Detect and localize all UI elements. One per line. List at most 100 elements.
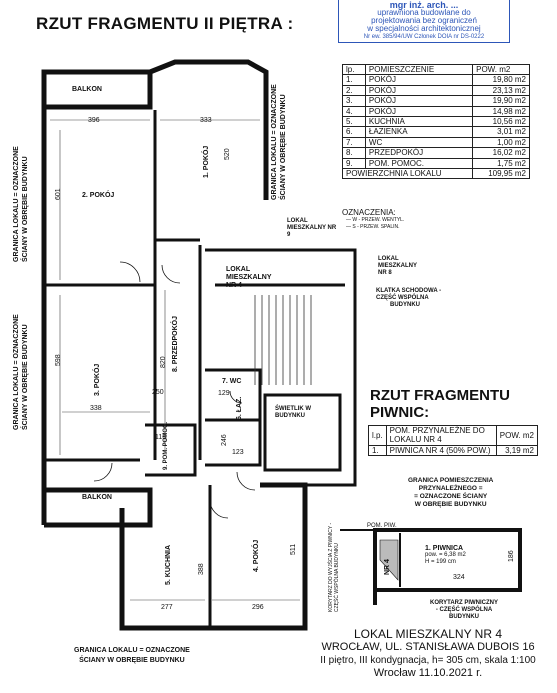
dim-277: 277	[161, 604, 173, 611]
page-title: RZUT FRAGMENTU II PIĘTRA :	[36, 14, 294, 33]
basement-title-line-1: RZUT FRAGMENTU	[370, 387, 510, 404]
stamp-line-4: w specjalności architektonicznej	[367, 24, 481, 33]
legend-item-flue: — S - PRZEW. SPALIN.	[346, 224, 400, 230]
wall-laz	[205, 418, 262, 467]
outer-wall-top-right	[149, 59, 269, 200]
dim-123: 123	[232, 449, 244, 456]
room-3-label: 3. POKÓJ	[94, 363, 101, 396]
row-area: 14,98 m2	[472, 105, 530, 118]
side-boundary-bottom-line-2: ŚCIANY W OBRĘBIE BUDYNKU	[22, 324, 29, 430]
footer-line-4: Wrocław 11.10.2021 r.	[373, 667, 483, 679]
row-area: 23,13 m2	[472, 84, 530, 97]
staircase-line-1: KLATKA SCHODOWA -	[376, 288, 442, 294]
unit-4-line-2: MIESZKALNY	[226, 274, 272, 281]
outer-wall-bottom	[44, 487, 153, 528]
footer: LOKAL MIESZKALNY NR 4 WROCŁAW, UL. STANI…	[300, 628, 556, 680]
basement-row-room: PIWNICA NR 4 (50% POW.)	[385, 444, 497, 457]
row-area: 19,90 m2	[472, 95, 530, 107]
basement-boundary-line-4: W OBRĘBIE BUDYNKU	[414, 501, 487, 508]
balcony-top-label: BALKON	[72, 86, 102, 93]
cellar-nr4-label: NR 4	[384, 559, 391, 575]
basement-title: RZUT FRAGMENTU PIWNIC:	[370, 387, 510, 421]
dim-333: 333	[200, 117, 212, 124]
table-row: 9.POM. POMOC.1,75 m2	[342, 157, 530, 170]
staircase-line-3: BUDYNKU	[390, 302, 420, 308]
room-5-label: 5. KUCHNIA	[165, 544, 172, 585]
row-area: 10,56 m2	[472, 116, 530, 128]
unit-4-label: LOKAL MIESZKALNY NR 4	[226, 266, 272, 290]
balcony-bottom-label: BALKON	[82, 494, 112, 501]
basement-row-area: 3,19 m2	[495, 444, 539, 457]
dim-601: 601	[55, 188, 62, 200]
basement-boundary-line-1: GRANICA POMIESZCZENIA	[408, 477, 494, 484]
top-right-boundary-note: GRANICA LOKALU = OZNACZONE ŚCIANY W OBRĘ…	[270, 84, 288, 200]
room-table-header: lp. POMIESZCZENIE POW. m2	[342, 63, 530, 76]
cellar-line-1: 1. PIWNICA	[425, 545, 464, 552]
room-2-label: 2. POKÓJ	[82, 192, 115, 199]
row-area: 16,02 m2	[472, 147, 530, 159]
dim-296: 296	[252, 604, 264, 611]
basement-room-label: POM. PIW.	[367, 523, 397, 529]
dim-511: 511	[290, 543, 297, 555]
cellar-line-3: H = 199 cm	[425, 559, 456, 565]
dim-324: 324	[453, 574, 465, 581]
basement-header-lp: l.p.	[368, 425, 387, 446]
basement-corridor-line-1: KORYTARZ PIWNICZNY	[430, 600, 498, 606]
room-7-label: 7. WC	[222, 378, 242, 385]
header-room: POMIESZCZENIE	[364, 63, 474, 76]
legend: OZNACZENIA: — W - PRZEW. WENTYL. — S - P…	[342, 208, 404, 231]
row-room: POM. POMOC.	[364, 157, 474, 170]
top-right-boundary-line-1: GRANICA LOKALU = OZNACZONE	[271, 84, 278, 200]
total-value: 109,95 m2	[472, 168, 530, 180]
row-area: 19,80 m2	[472, 74, 530, 86]
basement-table-header: l.p. POM. PRZYNALEŻNE DO LOKALU NR 4 POW…	[368, 425, 539, 446]
row-room: PRZEDPOKÓJ	[364, 147, 474, 159]
basement-plan	[340, 528, 522, 605]
bottom-boundary-line-1: GRANICA LOKALU = OZNACZONE	[74, 647, 190, 654]
room-4-label: 4. POKÓJ	[253, 539, 260, 572]
staircase-annotation: KLATKA SCHODOWA - CZĘŚĆ WSPÓLNA BUDYNKU	[376, 288, 441, 309]
bottom-boundary-note: GRANICA LOKALU = OZNACZONE ŚCIANY W OBRĘ…	[74, 646, 190, 666]
basement-boundary-line-2: PRZYNALEŻNEGO =	[418, 485, 483, 492]
row-area: 1,75 m2	[472, 157, 530, 170]
dim-115: 115	[155, 434, 167, 441]
row-area: 3,01 m2	[472, 126, 530, 138]
dim-246: 246	[221, 434, 228, 446]
stamp-line-1: mgr inż. arch. ...	[389, 0, 459, 10]
basement-table: l.p. POM. PRZYNALEŻNE DO LOKALU NR 4 POW…	[368, 425, 539, 457]
stamp-line-2: uprawniona budowlane do	[377, 8, 471, 17]
wall-stair-box	[205, 248, 357, 487]
dim-338: 338	[90, 405, 102, 412]
dim-186: 186	[508, 550, 515, 562]
unit-4-line-3: NR 4	[226, 282, 242, 289]
room-1-label: 1. POKÓJ	[203, 145, 210, 178]
dim-129: 129	[218, 390, 230, 397]
corridor-exit-label: KORYTARZ DO WYJŚCIA Z PIWNICY - CZĘŚĆ WS…	[328, 522, 340, 612]
table-row: 1. PIWNICA NR 4 (50% POW.) 3,19 m2	[368, 444, 539, 457]
dim-820: 820	[160, 356, 167, 368]
top-right-boundary-line-2: ŚCIANY W OBRĘBIE BUDYNKU	[280, 94, 287, 200]
architect-stamp: mgr inż. arch. ... uprawniona budowlane …	[338, 0, 510, 43]
basement-corridor-line-3: BUDYNKU	[449, 614, 479, 620]
legend-title: OZNACZENIA:	[342, 208, 396, 217]
cellar-line-2: pow. = 6,38 m2	[425, 552, 466, 558]
bottom-boundary-line-2: ŚCIANY W OBRĘBIE BUDYNKU	[79, 657, 185, 664]
dim-396: 396	[88, 117, 100, 124]
basement-row-lp: 1.	[368, 444, 387, 457]
room-6-label: 6. ŁAZ.	[236, 396, 243, 420]
dim-250: 250	[152, 389, 164, 396]
dim-598: 598	[55, 354, 62, 366]
unit-4-line-1: LOKAL	[226, 266, 251, 273]
side-boundary-bottom-line-1: GRANICA LOKALU = OZNACZONE	[13, 314, 20, 430]
total-label: POWIERZCHNIA LOKALU	[341, 168, 474, 180]
side-boundary-note-bottom: GRANICA LOKALU = OZNACZONE ŚCIANY W OBRĘ…	[12, 314, 30, 430]
basement-cellar-label: 1. PIWNICA pow. = 6,38 m2 H = 199 cm	[425, 545, 466, 566]
room-9-label: 9. POM. POMOC.	[163, 421, 169, 470]
dim-388: 388	[198, 563, 205, 575]
row-area: 1,00 m2	[472, 136, 530, 149]
staircase-line-2: CZĘŚĆ WSPÓLNA	[376, 295, 429, 301]
